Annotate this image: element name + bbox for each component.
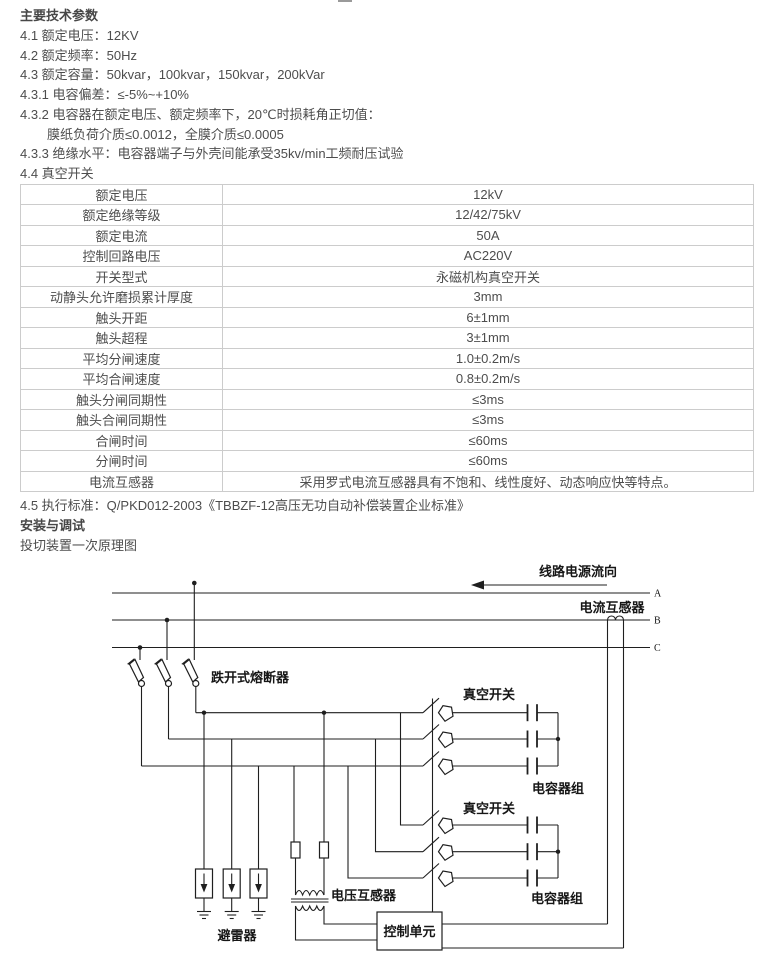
row-value: 12/42/75kV bbox=[222, 204, 754, 226]
spec-line-4-3-2: 4.3.2 电容器在额定电压、额定频率下，20℃时损耗角正切值： bbox=[20, 106, 381, 122]
spec-line-4-1: 4.1 额定电压：12KV bbox=[20, 28, 139, 43]
row-label: 额定电压 bbox=[20, 183, 223, 206]
row-value: ≤60ms bbox=[222, 450, 754, 472]
row-value: 50A bbox=[222, 224, 754, 247]
control-unit-label: 控制单元 bbox=[383, 924, 435, 939]
table-row: 电流互感器采用罗式电流互感器具有不饱和、线性度好、动态响应快等特点。 bbox=[20, 470, 754, 493]
current-transformer-symbol bbox=[442, 615, 625, 949]
phase-feeder-wires bbox=[141, 710, 423, 879]
row-label: 额定绝缘等级 bbox=[20, 204, 223, 226]
row-value: 永磁机构真空开关 bbox=[222, 265, 754, 288]
primary-circuit-schematic: A B C 线路电源流向 电流互感器 跌开式熔断器 bbox=[112, 564, 662, 951]
capacitor-bank-1-label: 电容器组 bbox=[532, 781, 584, 796]
row-label: 平均分闸速度 bbox=[20, 347, 223, 370]
spec-text-block: 主要技术参数 4.1 额定电压：12KV 4.2 额定频率：50Hz 4.3 额… bbox=[0, 0, 767, 184]
bus-label-c: C bbox=[654, 643, 661, 654]
capacitor-bank-2-label: 电容器组 bbox=[531, 891, 583, 906]
row-label: 合闸时间 bbox=[20, 429, 223, 452]
spec-line-4-2: 4.2 额定频率：50Hz bbox=[20, 47, 138, 63]
spec-line-dielectric-note: 膜纸负荷介质≤0.0012，全膜介质≤0.0005 bbox=[47, 126, 284, 142]
table-row: 分闸时间≤60ms bbox=[20, 450, 754, 472]
row-label: 控制回路电压 bbox=[20, 245, 223, 267]
bus-label-b: B bbox=[654, 616, 661, 627]
row-label: 触头开距 bbox=[20, 306, 223, 329]
table-row: 合闸时间≤60ms bbox=[20, 429, 754, 452]
bus-label-a: A bbox=[654, 589, 662, 600]
after-table-text: 4.5 执行标准：Q/PKD012-2003《TBBZF-12高压无功自动补偿装… bbox=[0, 492, 767, 555]
page-title: 主要技术参数 bbox=[20, 8, 99, 23]
standard-line: 4.5 执行标准：Q/PKD012-2003《TBBZF-12高压无功自动补偿装… bbox=[20, 498, 471, 514]
row-value: ≤3ms bbox=[222, 409, 754, 431]
table-row: 开关型式永磁机构真空开关 bbox=[20, 265, 754, 288]
row-label: 分闸时间 bbox=[20, 450, 223, 472]
row-value: 3±1mm bbox=[222, 327, 754, 349]
row-label: 额定电流 bbox=[20, 224, 223, 247]
row-label: 动静头允许磨损累计厚度 bbox=[20, 286, 223, 308]
section-install-title: 安装与调试 bbox=[20, 517, 86, 533]
row-label: 触头分闸同期性 bbox=[20, 388, 223, 411]
voltage-transformer-symbol bbox=[290, 841, 377, 941]
vacuum-switch-1-label: 真空开关 bbox=[463, 687, 515, 702]
row-label: 开关型式 bbox=[20, 265, 223, 288]
row-value: AC220V bbox=[222, 245, 754, 267]
row-value: 6±1mm bbox=[222, 306, 754, 329]
spec-line-4-3-3: 4.3.3 绝缘水平：电容器端子与外壳间能承受35kv/min工频耐压试验 bbox=[20, 146, 404, 162]
row-label: 触头合闸同期性 bbox=[20, 409, 223, 431]
dropout-fuse-label: 跌开式熔断器 bbox=[211, 670, 290, 685]
spec-line-4-3-1: 4.3.1 电容偏差：≤-5%~+10% bbox=[20, 87, 189, 103]
row-value: ≤60ms bbox=[222, 429, 754, 452]
schematic-caption: 投切装置一次原理图 bbox=[20, 537, 138, 553]
clipped-text-artifact bbox=[338, 0, 352, 2]
row-value: 采用罗式电流互感器具有不饱和、线性度好、动态响应快等特点。 bbox=[222, 470, 754, 493]
vacuum-switch-2-label: 真空开关 bbox=[463, 801, 515, 816]
arrester-label: 避雷器 bbox=[217, 928, 257, 943]
flow-direction-arrow bbox=[471, 580, 607, 590]
row-label: 触头超程 bbox=[20, 327, 223, 349]
row-value: ≤3ms bbox=[222, 388, 754, 411]
vacuum-switch-group-2 bbox=[422, 809, 561, 888]
row-value: 0.8±0.2m/s bbox=[222, 368, 754, 390]
surge-arresters bbox=[194, 868, 268, 920]
row-label: 电流互感器 bbox=[20, 470, 223, 493]
bus-lines bbox=[112, 592, 650, 649]
current-transformer-label: 电流互感器 bbox=[579, 600, 645, 615]
table-row: 触头合闸同期性≤3ms bbox=[20, 409, 754, 431]
row-label: 平均合闸速度 bbox=[20, 368, 223, 390]
bus-taps bbox=[137, 580, 197, 661]
row-value: 1.0±0.2m/s bbox=[222, 347, 754, 370]
flow-direction-label: 线路电源流向 bbox=[539, 564, 617, 579]
vacuum-switch-group-1 bbox=[422, 697, 561, 776]
dropout-fuse-symbols bbox=[126, 657, 200, 767]
voltage-transformer-label: 电压互感器 bbox=[331, 888, 397, 903]
spec-line-4-4: 4.4 真空开关 bbox=[20, 165, 94, 181]
table-row: 触头分闸同期性≤3ms bbox=[20, 388, 754, 411]
spec-line-4-3: 4.3 额定容量：50kvar，100kvar，150kvar，200kVar bbox=[20, 67, 325, 83]
control-unit-box bbox=[376, 911, 443, 951]
row-value: 3mm bbox=[222, 286, 754, 308]
row-value: 12kV bbox=[222, 183, 754, 206]
